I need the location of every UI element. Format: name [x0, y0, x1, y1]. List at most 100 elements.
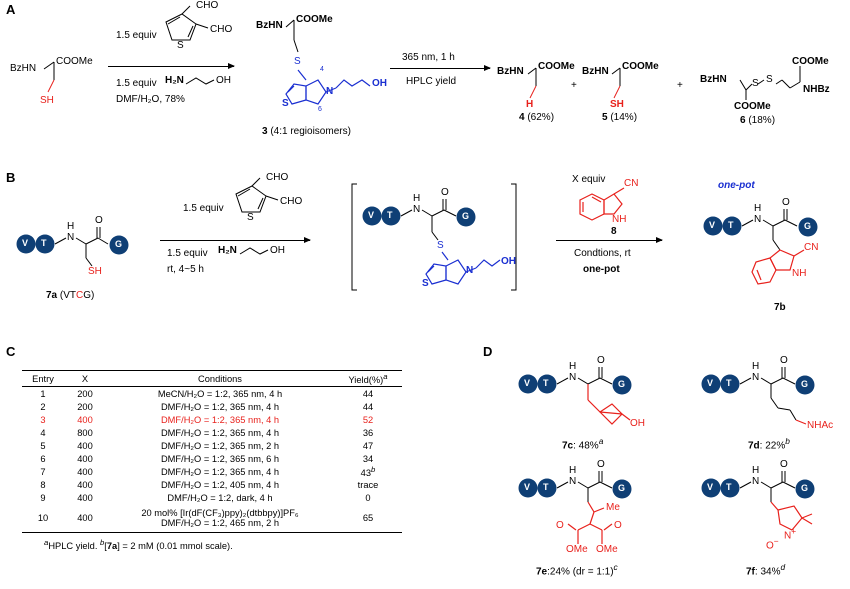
f-o: O− [766, 536, 779, 551]
b-aldehyde-s: S [247, 212, 254, 223]
caption-7c: 7c: 48%a [562, 436, 603, 451]
cell-yield: 43b [334, 465, 402, 478]
cell-cond: DMF/H₂O = 1:2, 365 nm, 4 h [160, 414, 280, 425]
row10-yield: 65 [334, 504, 402, 534]
cell-x: 400 [77, 492, 93, 503]
int-b-s: S [437, 240, 444, 251]
id-7a: 7a [46, 290, 58, 301]
seq-c: C [76, 290, 84, 301]
cell-yield: 47 [362, 440, 374, 451]
cell-yield: 36 [362, 427, 374, 438]
amine-chain [185, 77, 215, 85]
cell-x: 400 [77, 414, 93, 425]
res-v-int: V [368, 210, 375, 220]
b-cho-bottom: CHO [280, 196, 303, 207]
p4-id: 4 [519, 112, 525, 123]
cell-entry: 8 [40, 479, 46, 490]
yield-7e: :24% (dr = 1:1) [547, 566, 614, 578]
c-oh: OH [630, 418, 645, 429]
id-7e: 7e [536, 566, 548, 578]
cell-x: 400 [77, 479, 93, 490]
p6-caption: 6 (18%) [740, 115, 775, 126]
res-g-int: G [462, 211, 470, 221]
o-7a: O [95, 215, 103, 226]
fn-b-open: [ [104, 541, 107, 552]
cell-entry: 1 [40, 388, 46, 399]
int3-s-ring: S [282, 98, 289, 109]
int3-nh-group: BzHN [256, 20, 283, 31]
nh-n-7c: N [569, 372, 577, 383]
p6-s-1: S [752, 78, 759, 89]
b-onepot-arrow: one-pot [583, 264, 620, 275]
aldehyde-equiv: 1.5 equiv [116, 30, 157, 41]
o-7f: O [780, 459, 788, 470]
p4-nh-group: BzHN [497, 66, 524, 77]
prod-nh: NH [792, 268, 807, 279]
id-7f: 7f [746, 566, 755, 578]
nh-h-7c: H [569, 361, 577, 372]
int3-n: N [326, 86, 334, 97]
arrow-b1 [160, 237, 311, 243]
res-v-7d: V [707, 378, 714, 388]
row10-cond-1: 20 mol% [Ir(dF(CF₃)ppy)₂(dtbbpy)]PF₆ [141, 508, 299, 519]
solvent-yield: DMF/H₂O, 78% [116, 94, 185, 105]
cell-entry: 2 [40, 401, 46, 412]
aldehyde-s: S [177, 40, 184, 51]
p6-s-2: S [766, 74, 773, 85]
int3-id: 3 [262, 126, 268, 137]
b-conditions: Condtions, rt [574, 248, 631, 259]
cell-cond: DMF/H₂O = 1:2, 365 nm, 4 h [160, 427, 280, 438]
row10-entry: 10 [22, 504, 64, 534]
cell-yield-sup: b [371, 465, 376, 474]
col-entry: Entry [22, 370, 64, 387]
product-6-bonds [739, 66, 801, 100]
res-v-7b: V [709, 220, 716, 230]
onepot-title: one-pot [718, 180, 755, 191]
p6-nh-group-2: NHBz [803, 84, 830, 95]
p6-id: 6 [740, 115, 746, 126]
plus-2: + [677, 80, 683, 91]
cell-x: 400 [77, 466, 93, 477]
int-b-s-ring: S [422, 278, 429, 289]
nh-h-int: H [413, 193, 421, 204]
indole-nitrile-8 [579, 187, 625, 221]
nh-n-7e: N [569, 476, 577, 487]
product-5-bonds [611, 67, 621, 99]
res-t-7e: T [543, 482, 549, 492]
fn-b-mark: b [99, 538, 105, 548]
p6-ester-2: COOMe [792, 56, 829, 67]
cell-cond: DMF/H₂O = 1:2, 365 nm, 4 h [160, 466, 280, 477]
reactant-thiol: SH [40, 95, 54, 106]
res-g-7b: G [804, 221, 812, 231]
b-amine-oh: OH [270, 245, 285, 256]
int-b-n: N [466, 265, 474, 276]
col-yield: Yield(%)a [334, 370, 402, 387]
e-me: Me [606, 502, 620, 513]
fn-a: HPLC yield. [48, 541, 100, 552]
res-t-7c: T [543, 378, 549, 388]
f-n-label: N [784, 530, 792, 542]
arrow-a2-bottom: HPLC yield [406, 76, 457, 87]
sup-7c: a [598, 436, 604, 446]
res-t-7f: T [726, 482, 732, 492]
yield-7f: : 34% [754, 566, 781, 578]
aldehyde-cho-top: CHO [196, 0, 219, 11]
sup-7d: b [785, 436, 790, 446]
o-7c: O [597, 355, 605, 366]
yield-7c: : 48% [573, 440, 599, 452]
cell-entry: 7 [40, 466, 46, 477]
b-cho-top: CHO [266, 172, 289, 183]
f-n-plus: + [791, 526, 797, 536]
int3-s: S [294, 56, 301, 67]
seq-close: G) [83, 290, 95, 301]
b-amine-equiv: 1.5 equiv [167, 248, 208, 259]
arrow-a2-top: 365 nm, 1 h [402, 52, 455, 63]
nh-n-7b: N [754, 214, 762, 225]
e-o-1: O [556, 520, 564, 531]
cell-x: 200 [77, 401, 93, 412]
int3-note: (4:1 regioisomers) [270, 126, 351, 137]
